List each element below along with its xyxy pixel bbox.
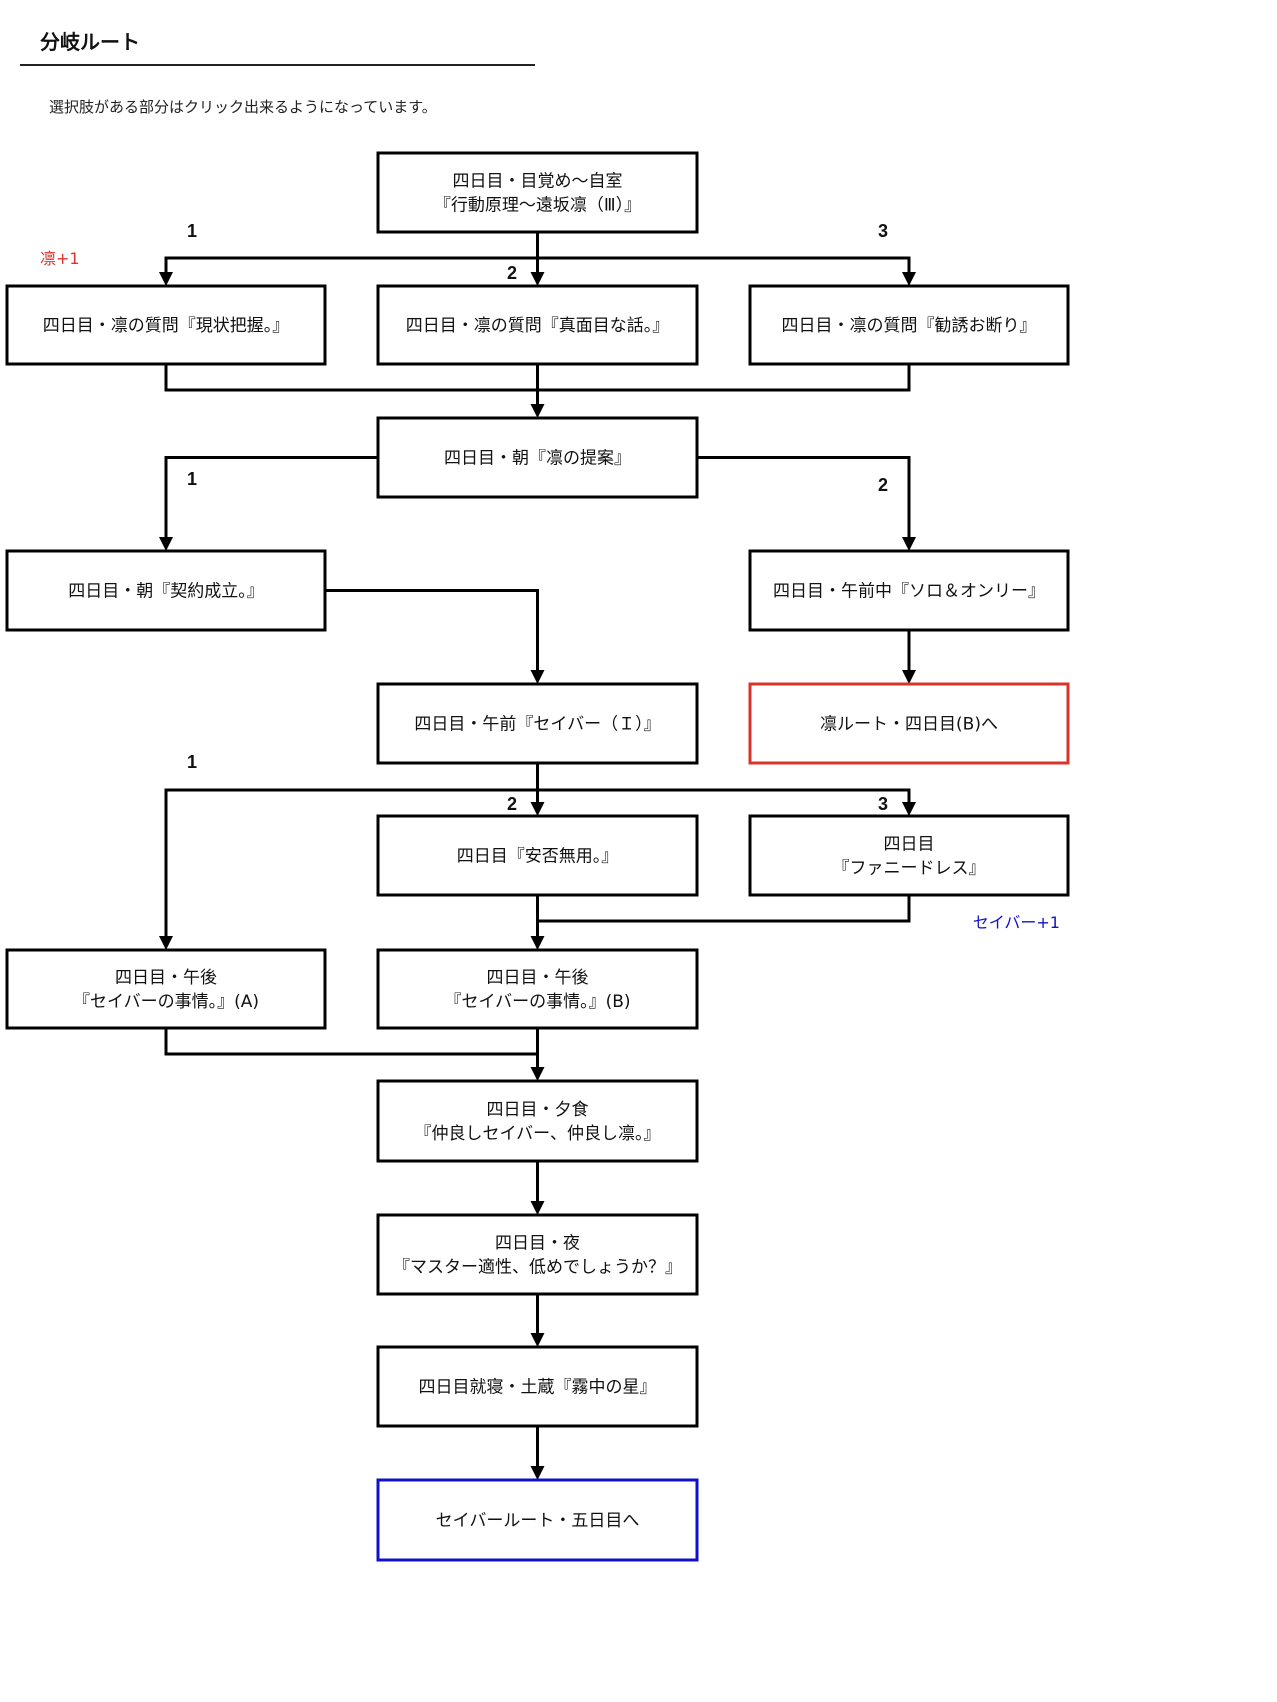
connector-line [164,1028,538,1056]
route-node-box[interactable] [376,151,699,234]
nodes: 四日目・目覚め〜自室『行動原理〜遠坂凛（Ⅲ）』四日目・凛の質問『現状把握。』四日… [5,151,1070,1562]
route-node-n7a[interactable]: 四日目・午後『セイバーの事情。』(A) [5,948,327,1030]
arrowhead-icon [530,1201,545,1215]
route-node-label: 『セイバーの事情。』(B) [444,992,630,1012]
arrowhead-icon [159,936,173,950]
route-node-n2b[interactable]: 四日目・凛の質問『真面目な話。』 [376,284,699,366]
route-node-n10[interactable]: 四日目就寝・土蔵『霧中の星』 [376,1345,699,1428]
route-node-label: 『セイバーの事情。』(A) [73,992,259,1012]
arrowhead-icon [902,272,916,286]
choice-number-label: 2 [507,794,517,814]
choice-number-label: 2 [878,475,888,495]
route-node-label: 四日目・午後 [487,968,589,988]
arrowhead-icon [902,802,916,816]
route-node-box[interactable] [376,416,699,499]
route-node-label: 四日目・夜 [495,1234,580,1254]
route-node-label: 四日目・朝『凛の提案』 [444,449,631,469]
connector-line [697,456,911,539]
route-node-label: 四日目 [884,835,935,855]
labels: 1 2 3 1 2 1 2 3 凛+1 セイバー+1 [40,221,1060,932]
choice-number-label: 1 [187,752,197,772]
arrowhead-icon [902,670,916,684]
intro-text: 選択肢がある部分はクリック出来るようになっています。 [49,98,437,116]
route-node-label: 四日目・朝『契約成立。』 [68,582,264,602]
route-node-n4b[interactable]: 四日目・午前中『ソロ＆オンリー』 [748,549,1070,632]
route-node-n5a[interactable]: 四日目・午前『セイバー（Ｉ）』 [376,682,699,765]
arrowhead-icon [159,537,173,551]
route-node-label: 『ファニードレス』 [833,859,986,879]
arrowhead-icon [530,802,545,816]
route-node-box[interactable] [376,682,699,765]
connectors [159,232,916,1480]
route-node-label: 『マスター適性、低めでしょうか？』 [393,1258,682,1278]
choice-number-label: 2 [507,263,517,283]
choice-number-label: 1 [187,469,197,489]
route-node-label: 四日目・夕食 [487,1100,589,1120]
route-node-box[interactable] [748,682,1070,765]
page-title: 分岐ルート [40,30,140,54]
route-node-n4a[interactable]: 四日目・朝『契約成立。』 [5,549,327,632]
route-node-n2c[interactable]: 四日目・凛の質問『勧誘お断り』 [748,284,1070,366]
connector-line [164,256,911,274]
route-node-box[interactable] [5,549,327,632]
route-node-n3[interactable]: 四日目・朝『凛の提案』 [376,416,699,499]
route-node-box[interactable] [5,284,327,366]
arrowhead-icon [530,404,545,418]
route-node-n6c[interactable]: 四日目『ファニードレス』 [748,814,1070,897]
route-node-box[interactable] [5,948,327,1030]
route-node-label: 四日目・目覚め〜自室 [453,172,623,192]
choice-number-label: 3 [878,794,888,814]
route-node-label: 四日目・凛の質問『現状把握。』 [43,316,290,336]
route-node-n7b[interactable]: 四日目・午後『セイバーの事情。』(B) [376,948,699,1030]
route-node-box[interactable] [748,284,1070,366]
route-node-n2a[interactable]: 四日目・凛の質問『現状把握。』 [5,284,327,366]
affinity-flag-label: セイバー+1 [973,913,1060,932]
route-node-n6b[interactable]: 四日目『安否無用。』 [376,814,699,897]
route-node-label: 四日目『安否無用。』 [457,847,619,867]
arrowhead-icon [530,936,545,950]
arrowhead-icon [902,537,916,551]
arrowhead-icon [530,1466,545,1480]
route-node-box[interactable] [376,284,699,366]
route-node-box[interactable] [748,549,1070,632]
connector-line [164,456,378,539]
route-node-label: 四日目・午前『セイバー（Ｉ）』 [414,715,660,735]
route-node-n8[interactable]: 四日目・夕食『仲良しセイバー、仲良し凛。』 [376,1079,699,1163]
arrowhead-icon [530,1333,545,1347]
choice-number-label: 1 [187,221,197,241]
route-node-label: 『行動原理〜遠坂凛（Ⅲ）』 [434,196,641,216]
route-node-label: セイバールート・五日目へ [436,1511,640,1531]
route-node-n11[interactable]: セイバールート・五日目へ [376,1478,699,1562]
route-node-n9[interactable]: 四日目・夜『マスター適性、低めでしょうか？』 [376,1213,699,1296]
route-node-label: 四日目就寝・土蔵『霧中の星』 [419,1377,657,1398]
route-node-n5b[interactable]: 凛ルート・四日目(B)へ [748,682,1070,765]
route-node-box[interactable] [376,814,699,897]
arrowhead-icon [530,272,545,286]
arrowhead-icon [530,1067,545,1081]
route-node-n1[interactable]: 四日目・目覚め〜自室『行動原理〜遠坂凛（Ⅲ）』 [376,151,699,234]
route-node-box[interactable] [748,814,1070,897]
route-node-label: 四日目・凛の質問『勧誘お断り』 [782,316,1037,336]
route-node-box[interactable] [376,1478,699,1562]
route-node-box[interactable] [376,1345,699,1428]
connector-line [325,589,539,672]
route-node-box[interactable] [376,1213,699,1296]
route-node-box[interactable] [376,1079,699,1163]
arrowhead-icon [159,272,173,286]
arrowhead-icon [530,670,545,684]
route-node-label: 『仲良しセイバー、仲良し凛。』 [415,1124,661,1144]
route-node-label: 凛ルート・四日目(B)へ [820,715,998,735]
title-divider [20,64,535,66]
route-node-label: 四日目・午前中『ソロ＆オンリー』 [773,582,1045,602]
route-node-box[interactable] [376,948,699,1030]
choice-number-label: 3 [878,221,888,241]
connector-line [537,895,911,923]
route-node-label: 四日目・凛の質問『真面目な話。』 [406,316,670,336]
connector-line [164,788,911,938]
route-node-label: 四日目・午後 [115,968,217,988]
affinity-flag-label: 凛+1 [40,249,80,268]
